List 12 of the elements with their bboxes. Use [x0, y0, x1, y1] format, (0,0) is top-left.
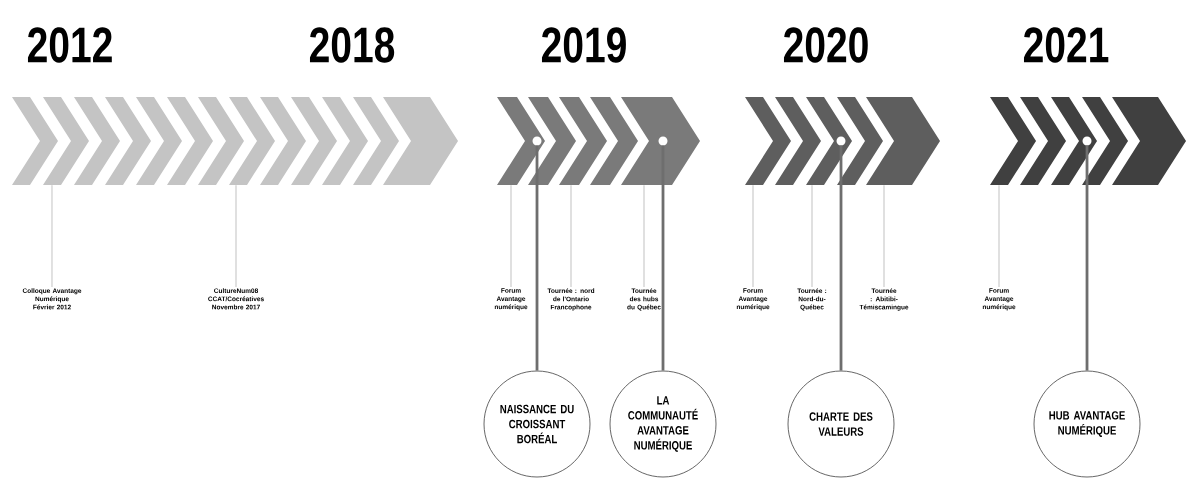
chevron-band [12, 97, 458, 185]
year-heading: 2018 [309, 27, 395, 63]
chevron-band [745, 97, 940, 185]
year-heading: 2020 [784, 27, 868, 63]
year-heading: 2021 [1024, 27, 1109, 63]
leader-line [661, 145, 665, 371]
chevron-band [990, 97, 1186, 185]
year-heading: 2019 [542, 27, 626, 63]
leader-line [1085, 145, 1089, 371]
leader-line [535, 145, 539, 371]
leader-line [839, 145, 843, 371]
chevron-band [497, 97, 700, 185]
